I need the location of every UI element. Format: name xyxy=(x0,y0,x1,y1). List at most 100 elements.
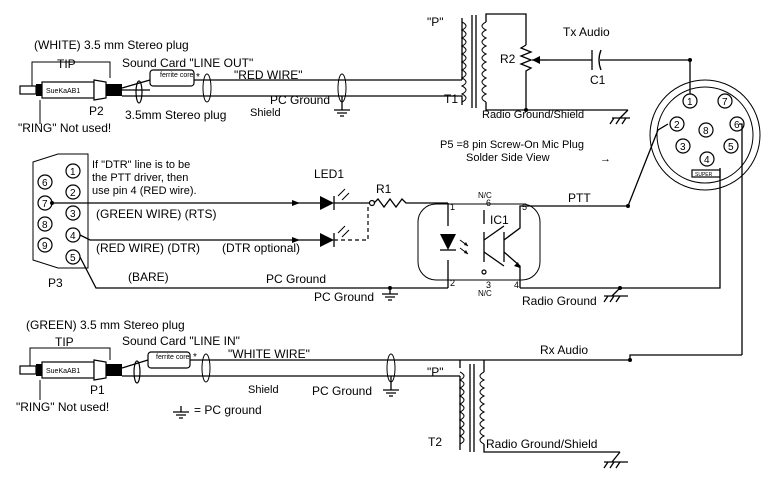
tip-label-bottom: TIP xyxy=(55,335,74,349)
c1-label: C1 xyxy=(590,73,606,87)
sound-card-line-out: Sound Card "LINE OUT" xyxy=(122,56,253,70)
dtr-optional-link xyxy=(334,207,369,241)
plug-in-title: (GREEN) 3.5 mm Stereo plug xyxy=(26,318,185,332)
tip-bracket-bottom xyxy=(29,347,111,366)
ground-symbol-top xyxy=(334,109,350,117)
p2-caption: 3.5mm Stereo plug xyxy=(125,108,226,122)
rx-junction xyxy=(628,358,632,362)
db9-pin-4: 4 xyxy=(70,231,76,242)
plug-brand-bottom: SueKaAB1 xyxy=(46,368,80,375)
ptt-junction xyxy=(626,204,630,208)
pc-ground-mid: PC Ground xyxy=(266,272,326,286)
mic-pin-4: 4 xyxy=(704,155,710,166)
nc-top: N/C xyxy=(478,191,492,200)
mic-caption-2: Solder Side View xyxy=(466,152,550,164)
t2-secondary-bottom xyxy=(483,444,620,453)
radio-shield-top: Radio Ground/Shield xyxy=(482,109,584,121)
pc-ground-top: PC Ground xyxy=(270,93,330,107)
ic-pin-5: 5 xyxy=(522,202,527,212)
db9-pin-2: 2 xyxy=(70,188,76,199)
p1-label: P1 xyxy=(90,383,105,397)
chassis-ground-top xyxy=(609,109,630,125)
dtr-note-3: use pin 4 (RED wire). xyxy=(92,185,197,197)
db9-pin-1: 1 xyxy=(70,167,76,178)
white-wire-line xyxy=(121,354,742,369)
red-wire-label: "RED WIRE" xyxy=(234,68,303,82)
resistor-r1 xyxy=(368,197,448,209)
tip-label-top: TIP xyxy=(57,57,76,71)
db9-pin-8: 8 xyxy=(42,220,48,231)
led1 xyxy=(320,188,372,210)
tip-bracket-top xyxy=(31,61,111,86)
ring-not-used-top: "RING" Not used! xyxy=(18,121,111,135)
ferrite-asterisk-top: * xyxy=(196,72,200,83)
mic-pin-2: 2 xyxy=(674,120,680,131)
tx-wire-b xyxy=(600,59,691,95)
mic-pin-7: 7 xyxy=(722,97,728,108)
r1-label: R1 xyxy=(376,182,392,196)
sound-card-line-in: Sound Card "LINE IN" xyxy=(122,334,240,348)
p-label-bottom: "P" xyxy=(427,365,444,379)
ic-pin-6: 6 xyxy=(486,198,491,208)
mic-pin-6: 6 xyxy=(734,120,740,131)
stereo-plug-p1: SueKaAB1 xyxy=(19,359,122,381)
ic1-label: IC1 xyxy=(490,213,509,227)
ic-pin-3: 3 xyxy=(486,280,491,290)
ic-pin-1: 1 xyxy=(450,202,455,212)
plug-brand-top: SueKaAB1 xyxy=(46,88,80,95)
red-wire-dtr: (RED WIRE) (DTR) xyxy=(96,241,200,255)
green-wire-rts: (GREEN WIRE) (RTS) xyxy=(96,207,216,221)
mic-caption-arrow: → xyxy=(600,153,611,165)
optocoupler-ic1 xyxy=(417,203,541,288)
ground-legend: = PC ground xyxy=(194,403,262,417)
dtr-note-2: the PTT driver, then xyxy=(92,172,188,184)
potentiometer-r2 xyxy=(519,44,548,75)
white-wire-label: "WHITE WIRE" xyxy=(228,347,310,361)
chassis-ground-mid xyxy=(603,287,628,303)
ferrite-core-bottom: ferrite core * xyxy=(133,351,197,384)
ferrite-label-bottom: ferrite core xyxy=(156,354,190,361)
mic-pin-8: 8 xyxy=(703,126,709,137)
dtr-arrow xyxy=(292,237,300,243)
bare-label: (BARE) xyxy=(128,270,169,284)
plug-out-title: (WHITE) 3.5 mm Stereo plug xyxy=(34,38,189,52)
led-dtr-optional xyxy=(320,225,350,247)
dtr-wire xyxy=(79,234,320,241)
ptt-wire xyxy=(519,123,669,210)
db9-pin-7: 7 xyxy=(42,199,48,210)
rts-junction xyxy=(50,201,54,205)
t2-label: T2 xyxy=(428,435,442,449)
radio-ground-mid-wire xyxy=(520,168,721,289)
ferrite-asterisk-bottom: * xyxy=(193,352,197,363)
nc-pin-3-marker xyxy=(481,269,487,275)
ic-pin-4: 4 xyxy=(514,280,519,290)
capacitor-c1 xyxy=(591,49,602,71)
transformer-t1 xyxy=(460,15,488,108)
radio-ground-mid: Radio Ground xyxy=(522,294,597,308)
db9-pin-6: 6 xyxy=(42,178,48,189)
tx-audio-label: Tx Audio xyxy=(563,25,610,39)
chassis-ground-bottom xyxy=(603,451,628,469)
bare-wire xyxy=(79,256,448,289)
r2-label: R2 xyxy=(500,52,516,66)
mic-plug-p5: SUPER xyxy=(649,79,761,191)
shield-label-top: Shield xyxy=(250,107,281,119)
cable-ring-1 xyxy=(202,73,212,103)
pc-ground-bottom: PC Ground xyxy=(312,384,372,398)
p2-label: P2 xyxy=(89,104,104,118)
shield-label-bottom: Shield xyxy=(248,384,279,396)
dtr-optional: (DTR optional) xyxy=(222,241,300,255)
red-wire-line xyxy=(121,79,462,89)
junction-tx xyxy=(688,58,692,62)
db9-pin-9: 9 xyxy=(42,241,48,252)
rx-wire-from-pin6 xyxy=(739,123,743,355)
p-label-top: "P" xyxy=(427,15,444,29)
dtr-note-1: If "DTR" line is to be xyxy=(92,159,190,171)
ground-symbol-bottom xyxy=(383,389,399,397)
t1-secondary xyxy=(485,13,527,111)
led1-label: LED1 xyxy=(314,167,344,181)
radio-shield-bottom: Radio Ground/Shield xyxy=(486,437,597,451)
nc-bottom: N/C xyxy=(478,289,492,298)
transformer-t2 xyxy=(458,360,486,452)
